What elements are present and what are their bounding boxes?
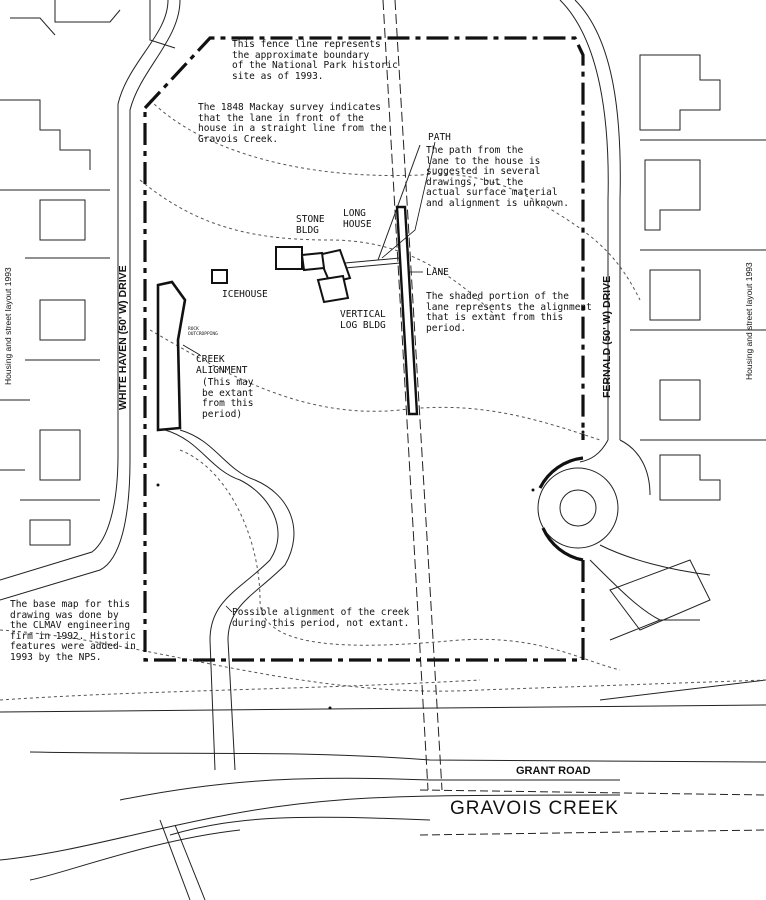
lane-note: The shaded portion of the lane represent… [426,291,592,334]
fence-line-note: This fence line represents the approxima… [232,39,398,82]
possible-creek-note: Possible alignment of the creek during t… [232,607,410,629]
gravois-creek-label: GRAVOIS CREEK [450,798,619,819]
path-title: PATH [428,132,451,143]
grant-road-lines [0,704,766,900]
street-top-left [10,0,181,200]
connector-shape [300,251,326,272]
base-map-note: The base map for this drawing was done b… [10,599,136,663]
lane-title: LANE [426,267,449,278]
icehouse-label: ICEHOUSE [222,289,268,300]
path-note: The path from the lane to the house is s… [426,145,569,209]
gravois-creek-banks [419,789,766,836]
right-housing-lots [599,54,766,701]
vertical-log-bldg-label: VERTICAL LOG BLDG [340,309,386,331]
possible-creek-leader [225,605,233,613]
fernald-drive-label: FERNALD (50' W) DRIVE [601,275,613,398]
buildings [211,246,352,304]
historic-site-boundary [143,36,585,662]
long-house-label: LONG HOUSE [343,208,372,230]
cul-de-sac-boundary-arc [538,456,584,562]
path-leader [381,141,436,259]
left-housing-lots [0,99,110,546]
white-haven-road [0,200,131,601]
grant-road-label: GRANT ROAD [516,765,591,777]
white-haven-drive-label: WHITE HAVEN (50' W) DRIVE [117,265,129,410]
creek-alignment-title: CREEK ALIGNMENT [196,354,248,376]
vertical-log-bldg-shape [316,274,350,304]
rock-outcropping-label: ROCK OUTCROPPING [188,327,218,337]
creek-leader [182,344,201,356]
stone-bldg-label: STONE BLDG [296,214,325,236]
long-house-shape [316,248,352,285]
left-side-label: Housing and street layout 1993 [3,267,13,385]
lane-extant-portion [395,205,419,416]
lane-corridor [382,0,443,791]
icehouse-shape [211,269,228,284]
former-creek-channel [164,429,295,771]
stone-bldg-shape [275,246,303,270]
mackay-survey-note: The 1848 Mackay survey indicates that th… [198,102,387,145]
creek-alignment-note: (This may be extant from this period) [202,377,254,420]
fernald-road [537,0,711,621]
creek-alignment-outline [156,280,187,432]
house-path [344,144,421,269]
contour-lines [0,99,766,701]
right-side-label: Housing and street layout 1993 [744,262,754,380]
